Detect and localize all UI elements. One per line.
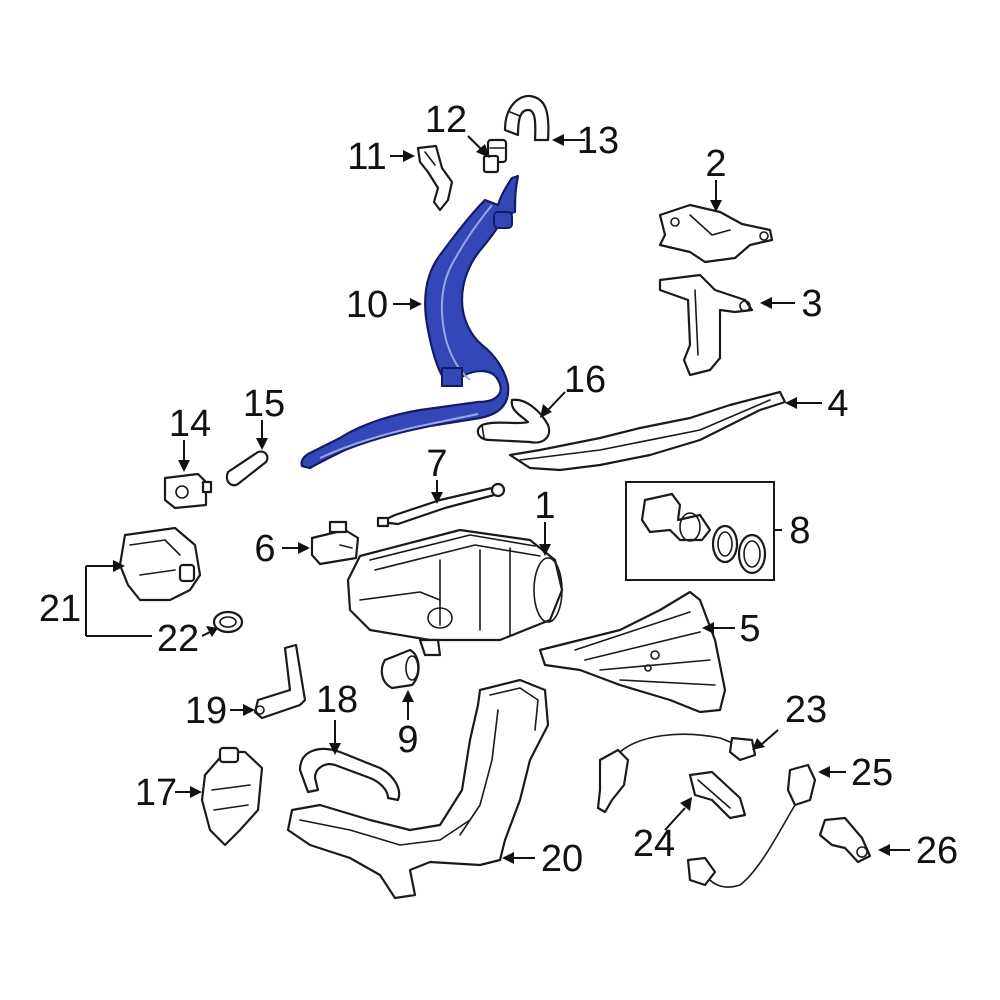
part-12-valve[interactable] bbox=[482, 138, 508, 174]
callout-4: 4 bbox=[827, 383, 848, 425]
part-17-module[interactable] bbox=[200, 746, 264, 847]
part-26-sensor[interactable] bbox=[818, 816, 872, 864]
callout-21: 21 bbox=[39, 588, 81, 630]
callout-22: 22 bbox=[157, 618, 199, 660]
part-24-bracket[interactable] bbox=[688, 770, 747, 820]
callout-17: 17 bbox=[135, 772, 177, 814]
callout-2: 2 bbox=[705, 143, 726, 185]
callout-23: 23 bbox=[785, 689, 827, 731]
callout-11: 11 bbox=[347, 136, 386, 178]
callout-6: 6 bbox=[254, 528, 275, 570]
part-14-valve-block[interactable] bbox=[163, 472, 213, 510]
callout-7: 7 bbox=[426, 443, 447, 485]
part-10-filler-pipe[interactable] bbox=[300, 174, 520, 470]
part-15-hose[interactable] bbox=[225, 450, 269, 487]
callout-15: 15 bbox=[243, 383, 285, 425]
callout-26: 26 bbox=[916, 830, 958, 872]
part-18-hose[interactable] bbox=[298, 747, 401, 802]
part-8-kit-box[interactable] bbox=[625, 481, 775, 581]
part-1-canister[interactable] bbox=[346, 528, 564, 657]
callout-25: 25 bbox=[851, 752, 893, 794]
part-2-bracket[interactable] bbox=[658, 203, 774, 264]
callout-labels: 1 2 3 4 5 6 7 8 9 10 11 12 13 14 15 16 1… bbox=[39, 99, 958, 880]
callout-20: 20 bbox=[541, 838, 583, 880]
callout-9: 9 bbox=[397, 719, 418, 761]
callout-13: 13 bbox=[577, 120, 619, 162]
callout-3: 3 bbox=[801, 283, 822, 325]
callout-10: 10 bbox=[346, 284, 388, 326]
part-6-sensor[interactable] bbox=[310, 520, 360, 566]
part-5-shield[interactable] bbox=[538, 590, 727, 714]
part-21-assembly[interactable] bbox=[118, 526, 202, 602]
callout-14: 14 bbox=[169, 403, 211, 445]
part-16-hose[interactable] bbox=[476, 398, 551, 444]
part-19-bracket[interactable] bbox=[253, 643, 307, 720]
part-9-bushing[interactable] bbox=[380, 648, 420, 690]
leader-lines bbox=[85, 134, 910, 864]
part-20-frame[interactable] bbox=[286, 678, 550, 900]
callout-16: 16 bbox=[564, 359, 606, 401]
part-22-oring[interactable] bbox=[212, 610, 244, 634]
callout-8: 8 bbox=[789, 510, 810, 552]
callout-5: 5 bbox=[739, 608, 760, 650]
callout-12: 12 bbox=[425, 99, 467, 141]
callout-18: 18 bbox=[316, 679, 358, 721]
callout-24: 24 bbox=[633, 823, 675, 865]
part-4-shield[interactable] bbox=[508, 390, 787, 472]
part-3-bracket[interactable] bbox=[658, 273, 754, 377]
part-23-o2-sensor[interactable] bbox=[596, 733, 757, 814]
part-11-bracket[interactable] bbox=[416, 144, 454, 212]
part-25-o2-sensor[interactable] bbox=[686, 763, 817, 888]
part-7-vent-line[interactable] bbox=[376, 482, 506, 528]
part-13-hose[interactable] bbox=[503, 94, 550, 142]
callout-1: 1 bbox=[534, 485, 555, 527]
callout-19: 19 bbox=[185, 690, 227, 732]
